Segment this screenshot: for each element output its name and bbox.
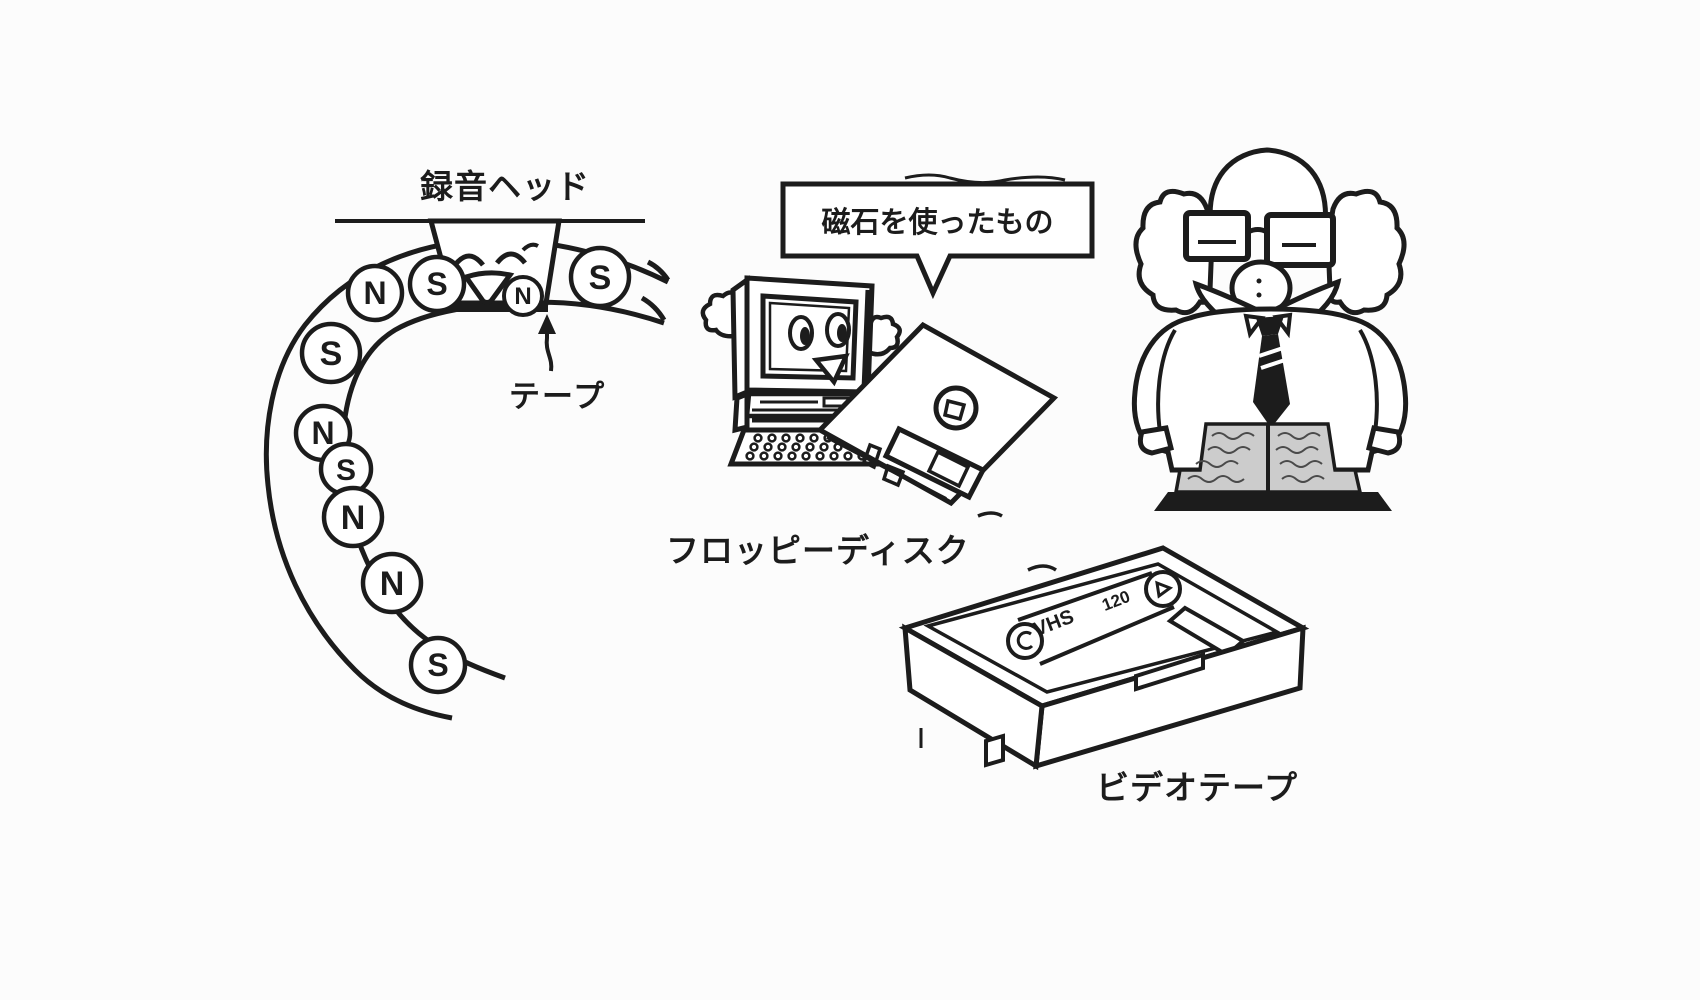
professor-hair-right [1325,188,1407,316]
recording-head-diagram: N S N S S N S N N S [263,218,670,721]
video-tape-label: ビデオテープ [1096,769,1299,806]
cassette-notch [1134,652,1205,692]
vhs-cassette: VHS 120 [898,545,1310,771]
sketch-mark [1027,564,1057,572]
right-arm-line [1358,328,1379,433]
head-face [453,242,539,305]
floppy-shutter-window [926,449,971,489]
cassette-top-inner-border [923,562,1282,694]
pole-label: S [427,647,448,683]
floppy-disk [815,321,1059,572]
beak [811,353,850,387]
cassette-flap [984,733,1005,768]
bubble-sketch-line [904,173,1066,185]
floppy-hub-notch [942,398,967,422]
mascot-face [788,312,851,387]
tape-pointer-arrow [538,314,556,372]
speech-bubble [780,173,1095,300]
mascot-right-hand [865,314,902,357]
pole-label: S [426,266,447,302]
pole-label: S [320,335,343,373]
screen-bezel [768,301,851,373]
pole-label: S [589,259,612,297]
pants-texture [1187,432,1325,483]
floppy-disk-label: フロッピーディスク [666,532,970,569]
pole-label: N [363,275,386,311]
cassette-left-face [902,623,1045,771]
left-spool [1006,622,1044,660]
head-gap-shadow [452,301,548,312]
floppy-corner-notch [881,463,906,488]
speech-bubble-text: 磁石を使ったもの [821,207,1054,239]
pole-circle [360,551,424,615]
magnetic-poles: N S N S S N S N N S [293,245,632,695]
professor-right-hand [1365,425,1403,456]
pole-circle [345,263,405,323]
pole-circle [321,485,385,549]
floppy-hub [933,385,979,431]
cassette-label-band: VHS 120 [1006,570,1182,666]
right-spool [1144,570,1182,608]
recording-head-label: 録音ヘッド [420,168,590,205]
pole-label: S [336,454,356,487]
pole-circle [299,321,363,385]
monitor-shadow-edge [861,289,873,391]
tape-label: テープ [509,379,607,414]
pole-label: N [341,499,366,537]
professor-tie [1243,312,1293,428]
pole-label: N [514,283,531,310]
professor-glasses [1183,210,1336,268]
professor-character [1131,147,1409,511]
pole-circle [408,635,468,695]
pole-circle [568,245,632,309]
professor-base-shadow [1154,492,1392,511]
pole-label: N [311,415,334,451]
left-arm-line [1156,328,1177,433]
right-pupil [837,324,847,342]
professor-left-hand [1137,425,1175,456]
left-pupil [800,327,810,345]
pole-label: N [380,565,405,603]
motion-line [640,295,667,322]
sketch-mark [977,511,1003,518]
pole-circle [502,275,544,317]
pole-circle [407,254,467,314]
write-protect-tab [861,442,883,470]
motion-line [646,259,671,282]
